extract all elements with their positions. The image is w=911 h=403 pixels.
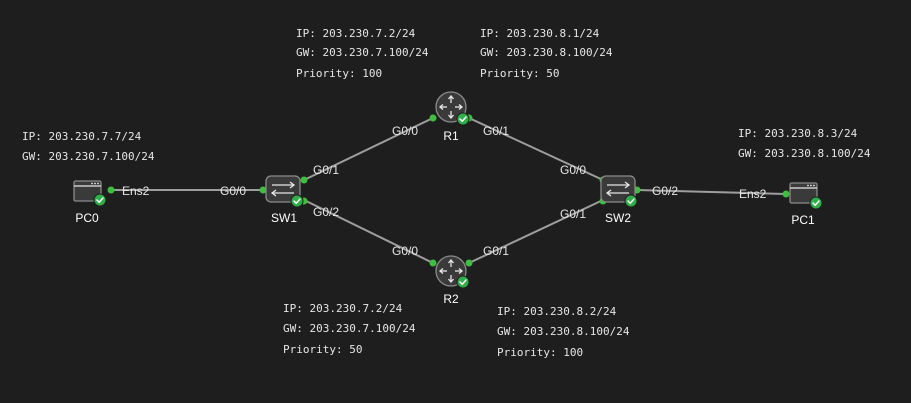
port-label-r2-g00: G0/0 (392, 244, 418, 258)
annotation-line: GW: 203.230.8.100/24 (480, 46, 613, 59)
device-label-sw1: SW1 (271, 211, 297, 225)
device-label-r2: R2 (443, 292, 459, 306)
interface-dot-r2-g01[interactable] (465, 259, 473, 267)
device-r1[interactable]: R1 (435, 91, 470, 143)
device-label-pc1: PC1 (791, 213, 815, 227)
pc-icon (73, 180, 102, 202)
device-label-r1: R1 (443, 129, 459, 143)
check-icon (93, 193, 107, 207)
annotation-line: IP: 203.230.8.2/24 (497, 305, 617, 318)
annotation-pc0: IP: 203.230.7.7/24 GW: 203.230.7.100/24 (22, 130, 155, 163)
interface-dot-sw1-g01[interactable] (300, 176, 308, 184)
port-label-sw2-g01: G0/1 (560, 207, 586, 221)
interface-dot-sw1-g00[interactable] (259, 186, 267, 194)
annotation-line: GW: 203.230.7.100/24 (22, 150, 155, 163)
switch-icon (600, 175, 636, 203)
device-pc1[interactable]: PC1 (789, 182, 823, 227)
check-icon (456, 112, 470, 126)
annotation-line: GW: 203.230.7.100/24 (283, 322, 416, 335)
device-pc0[interactable]: PC0 (73, 180, 107, 225)
annotation-pc1: IP: 203.230.8.3/24 GW: 203.230.8.100/24 (738, 127, 871, 160)
annotation-r2-left: IP: 203.230.7.2/24 GW: 203.230.7.100/24 … (283, 302, 416, 356)
port-label-r1-g00: G0/0 (392, 124, 418, 138)
device-sw2[interactable]: SW2 (600, 175, 638, 225)
annotation-line: GW: 203.230.8.100/24 (738, 147, 871, 160)
device-label-pc0: PC0 (75, 211, 99, 225)
link-r2-sw2[interactable] (468, 199, 604, 264)
port-label-sw1-g02: G0/2 (313, 205, 339, 219)
device-sw1[interactable]: SW1 (265, 175, 304, 225)
port-label-r1-g01: G0/1 (483, 124, 509, 138)
port-label-r2-g01: G0/1 (483, 244, 509, 258)
device-r2[interactable]: R2 (435, 255, 470, 306)
port-label-sw1-g01: G0/1 (313, 163, 339, 177)
annotation-line: GW: 203.230.7.100/24 (296, 46, 429, 59)
port-label-pc0-ens2: Ens2 (122, 184, 150, 198)
interface-dot-r1-g00[interactable] (429, 114, 437, 122)
port-label-sw2-g02: G0/2 (652, 184, 678, 198)
annotation-line: Priority: 50 (480, 67, 559, 80)
annotation-line: Priority: 100 (296, 67, 382, 80)
annotation-line: IP: 203.230.8.1/24 (480, 27, 600, 40)
link-r1-sw2[interactable] (468, 117, 604, 181)
port-label-sw2-g00: G0/0 (560, 163, 586, 177)
check-icon (290, 194, 304, 208)
annotation-line: Priority: 100 (497, 346, 583, 359)
annotation-line: IP: 203.230.7.7/24 (22, 130, 142, 143)
annotation-line: GW: 203.230.8.100/24 (497, 325, 630, 338)
interface-dot-pc0-ens2[interactable] (107, 186, 115, 194)
switch-icon (265, 175, 301, 203)
port-label-pc1-ens2: Ens2 (739, 187, 767, 201)
annotation-r1-right: IP: 203.230.8.1/24 GW: 203.230.8.100/24 … (480, 27, 613, 80)
annotation-line: Priority: 50 (283, 343, 362, 356)
annotation-line: IP: 203.230.8.3/24 (738, 127, 858, 140)
check-icon (456, 275, 470, 289)
device-label-sw2: SW2 (605, 211, 631, 225)
annotation-line: IP: 203.230.7.2/24 (283, 302, 403, 315)
pc-icon (789, 182, 818, 204)
check-icon (624, 194, 638, 208)
link-sw2-pc1[interactable] (636, 189, 787, 195)
interface-dot-r2-g00[interactable] (429, 259, 437, 267)
annotation-r1-left: IP: 203.230.7.2/24 GW: 203.230.7.100/24 … (296, 27, 429, 80)
annotation-line: IP: 203.230.7.2/24 (296, 27, 416, 40)
link-sw1-r1[interactable] (303, 117, 434, 181)
link-sw1-r2[interactable] (303, 199, 434, 264)
check-icon (809, 196, 823, 210)
annotation-r2-right: IP: 203.230.8.2/24 GW: 203.230.8.100/24 … (497, 305, 630, 359)
port-label-sw1-g00: G0/0 (220, 184, 246, 198)
interface-dot-pc1-ens2[interactable] (782, 190, 790, 198)
